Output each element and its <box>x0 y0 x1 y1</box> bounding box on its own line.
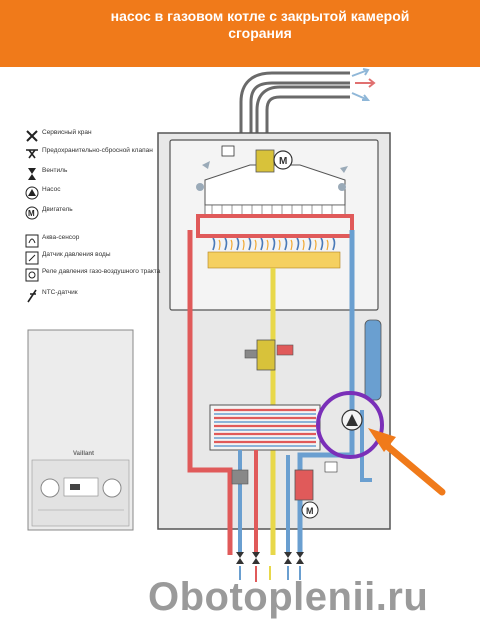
svg-text:M: M <box>28 209 35 218</box>
fan-motor-icon <box>273 150 293 170</box>
service-valve-icon <box>26 130 38 142</box>
title-line-1: насос в газовом котле с закрытой камерой <box>110 8 410 24</box>
hot-pipe-left <box>187 230 233 555</box>
brand-label: Vaillant <box>73 451 94 457</box>
motor-icon: M <box>25 206 39 220</box>
valve-motor-icon <box>301 501 319 519</box>
water-pressure-sensor-icon <box>25 251 39 265</box>
safety-relief-valve-icon <box>26 149 38 159</box>
boiler-front-illustration <box>27 329 134 531</box>
air-pressure-relay-icon <box>221 145 235 157</box>
svg-text:M: M <box>279 156 287 167</box>
header-banner: насос в газовом котле с закрытой камерой… <box>0 0 480 67</box>
watermark: Obotoplenii.ru <box>148 575 429 619</box>
burner-flames <box>207 251 341 269</box>
water-pressure-sensor-icon <box>324 461 338 473</box>
three-way-valve <box>294 469 314 501</box>
expansion-tank <box>364 319 382 401</box>
aqua-sensor-icon <box>231 469 249 485</box>
aqua-sensor-icon <box>25 234 39 248</box>
bottom-valves <box>236 552 304 564</box>
pump-highlight-circle <box>316 391 384 459</box>
valve-icon <box>28 168 36 180</box>
air-pressure-relay-icon <box>25 268 39 282</box>
exhaust-arrows-icon <box>351 68 376 101</box>
pump-pointer-arrow <box>376 436 446 496</box>
primary-heat-exchanger <box>196 214 354 238</box>
page-title: насос в газовом котле с закрытой камерой… <box>100 8 420 42</box>
pump-icon <box>25 186 39 200</box>
gas-valve <box>256 339 276 371</box>
ntc-sensor-icon <box>27 289 37 303</box>
title-line-2: сгорания <box>228 25 292 41</box>
svg-text:M: M <box>306 506 314 516</box>
flue-inner-pipe <box>255 85 350 135</box>
secondary-heat-exchanger <box>209 404 321 451</box>
